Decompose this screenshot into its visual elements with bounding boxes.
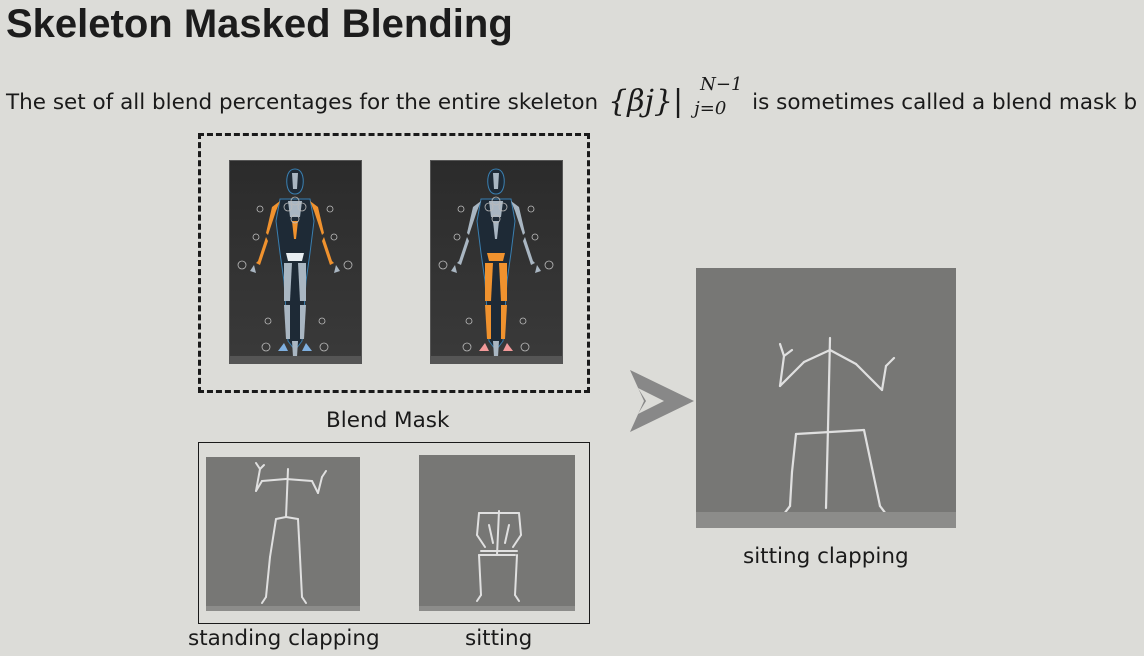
blend-mask-frame: [198, 133, 590, 393]
source-animations-frame: [198, 442, 590, 624]
sitting-caption: sitting: [465, 626, 533, 651]
blend-mask-lower-body-image: [431, 161, 562, 363]
body-figure-lower-mask: [438, 168, 554, 357]
sitting-clapping-render: [696, 268, 956, 528]
sentence-after: is sometimes called a blend mask b: [752, 89, 1138, 115]
slide-title: Skeleton Masked Blending: [6, 2, 513, 46]
standing-clapping-caption: standing clapping: [188, 626, 380, 651]
standing-clapping-skeleton: [255, 462, 327, 604]
sitting-clapping-caption: sitting clapping: [743, 544, 909, 569]
formula-main: {βj}|: [608, 84, 684, 119]
formula-subscript: j=0: [694, 98, 727, 119]
blend-formula: {βj}| N−1 j=0: [608, 74, 746, 128]
sitting-skeleton: [476, 510, 522, 602]
sentence-before: The set of all blend percentages for the…: [6, 89, 599, 115]
standing-clapping-render: [206, 457, 360, 611]
blend-mask-caption: Blend Mask: [326, 408, 450, 433]
body-figure-upper-mask: [237, 168, 353, 357]
sitting-render: [419, 455, 575, 611]
sitting-clapping-skeleton: [778, 336, 896, 516]
slide-sentence: The set of all blend percentages for the…: [6, 74, 1138, 128]
arrow-right-icon: [630, 370, 694, 432]
blend-mask-upper-body-image: [230, 161, 361, 363]
formula-superscript: N−1: [700, 74, 743, 95]
